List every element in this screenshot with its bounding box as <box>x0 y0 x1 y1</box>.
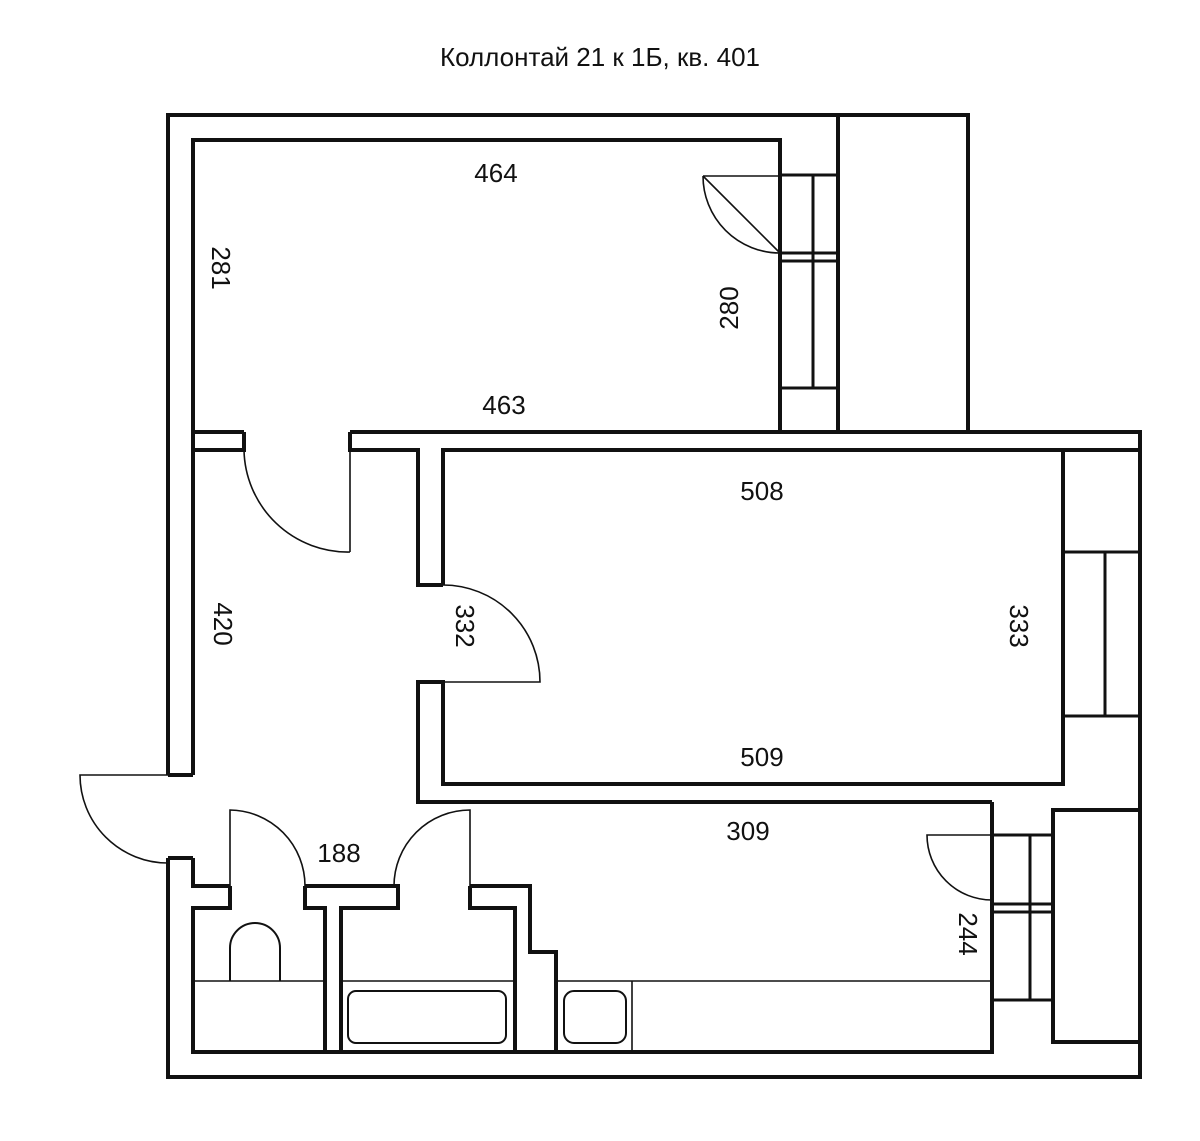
room-1-lower-wall-right <box>348 432 443 587</box>
bathroom-walls <box>305 884 517 1054</box>
dim-room-2-top: 508 <box>740 476 783 506</box>
room-2-walls <box>416 448 1065 804</box>
kitchen <box>470 802 1142 1054</box>
room-1-door-swing <box>243 449 351 553</box>
bathroom <box>305 809 517 1054</box>
room-1-walls <box>191 138 782 434</box>
room-2 <box>416 448 1142 804</box>
balcony-door-swing <box>702 175 781 254</box>
balcony-walls <box>836 115 968 434</box>
balcony-window <box>778 173 840 390</box>
outer-wall-south-inner <box>191 858 230 888</box>
dim-hall-left: 420 <box>208 602 238 645</box>
kitchen-door-swing <box>926 834 993 901</box>
dim-kitchen-right: 244 <box>953 912 983 955</box>
kitchen-walls <box>470 802 994 1054</box>
toilet-walls <box>191 886 327 1054</box>
dim-room-1-top: 464 <box>474 158 517 188</box>
toilet-bowl-icon <box>229 922 281 981</box>
dim-room-2-left: 332 <box>450 604 480 647</box>
outer-wall-north-west <box>166 113 1142 1079</box>
dim-room-2-right: 333 <box>1004 604 1034 647</box>
kitchen-sink <box>563 990 627 1044</box>
toilet <box>191 809 327 1054</box>
balcony <box>702 115 968 434</box>
kitchen-balcony-block <box>1051 808 1142 1044</box>
dim-corridor-width: 188 <box>317 838 360 868</box>
kitchen-window <box>990 833 1055 1002</box>
bathroom-door-swing <box>393 809 471 887</box>
dim-room-1-bottom: 463 <box>482 390 525 420</box>
room-1 <box>191 138 782 587</box>
toilet-door-swing <box>229 809 306 887</box>
dim-room-1-right: 280 <box>714 286 744 329</box>
bathtub-icon <box>347 990 507 1044</box>
entrance-door-swing <box>79 774 169 864</box>
outer-walls <box>166 113 1142 1079</box>
room-1-lower-wall <box>193 432 246 452</box>
dim-room-2-bottom: 509 <box>740 742 783 772</box>
dim-room-1-left: 281 <box>206 246 236 289</box>
room-2-door-swing <box>442 584 541 683</box>
dimension-labels: 464 281 280 463 508 332 333 509 420 188 … <box>206 158 1034 956</box>
room-2-window <box>1061 550 1142 718</box>
dim-kitchen-top: 309 <box>726 816 769 846</box>
plan-title: Коллонтай 21 к 1Б, кв. 401 <box>439 42 761 72</box>
